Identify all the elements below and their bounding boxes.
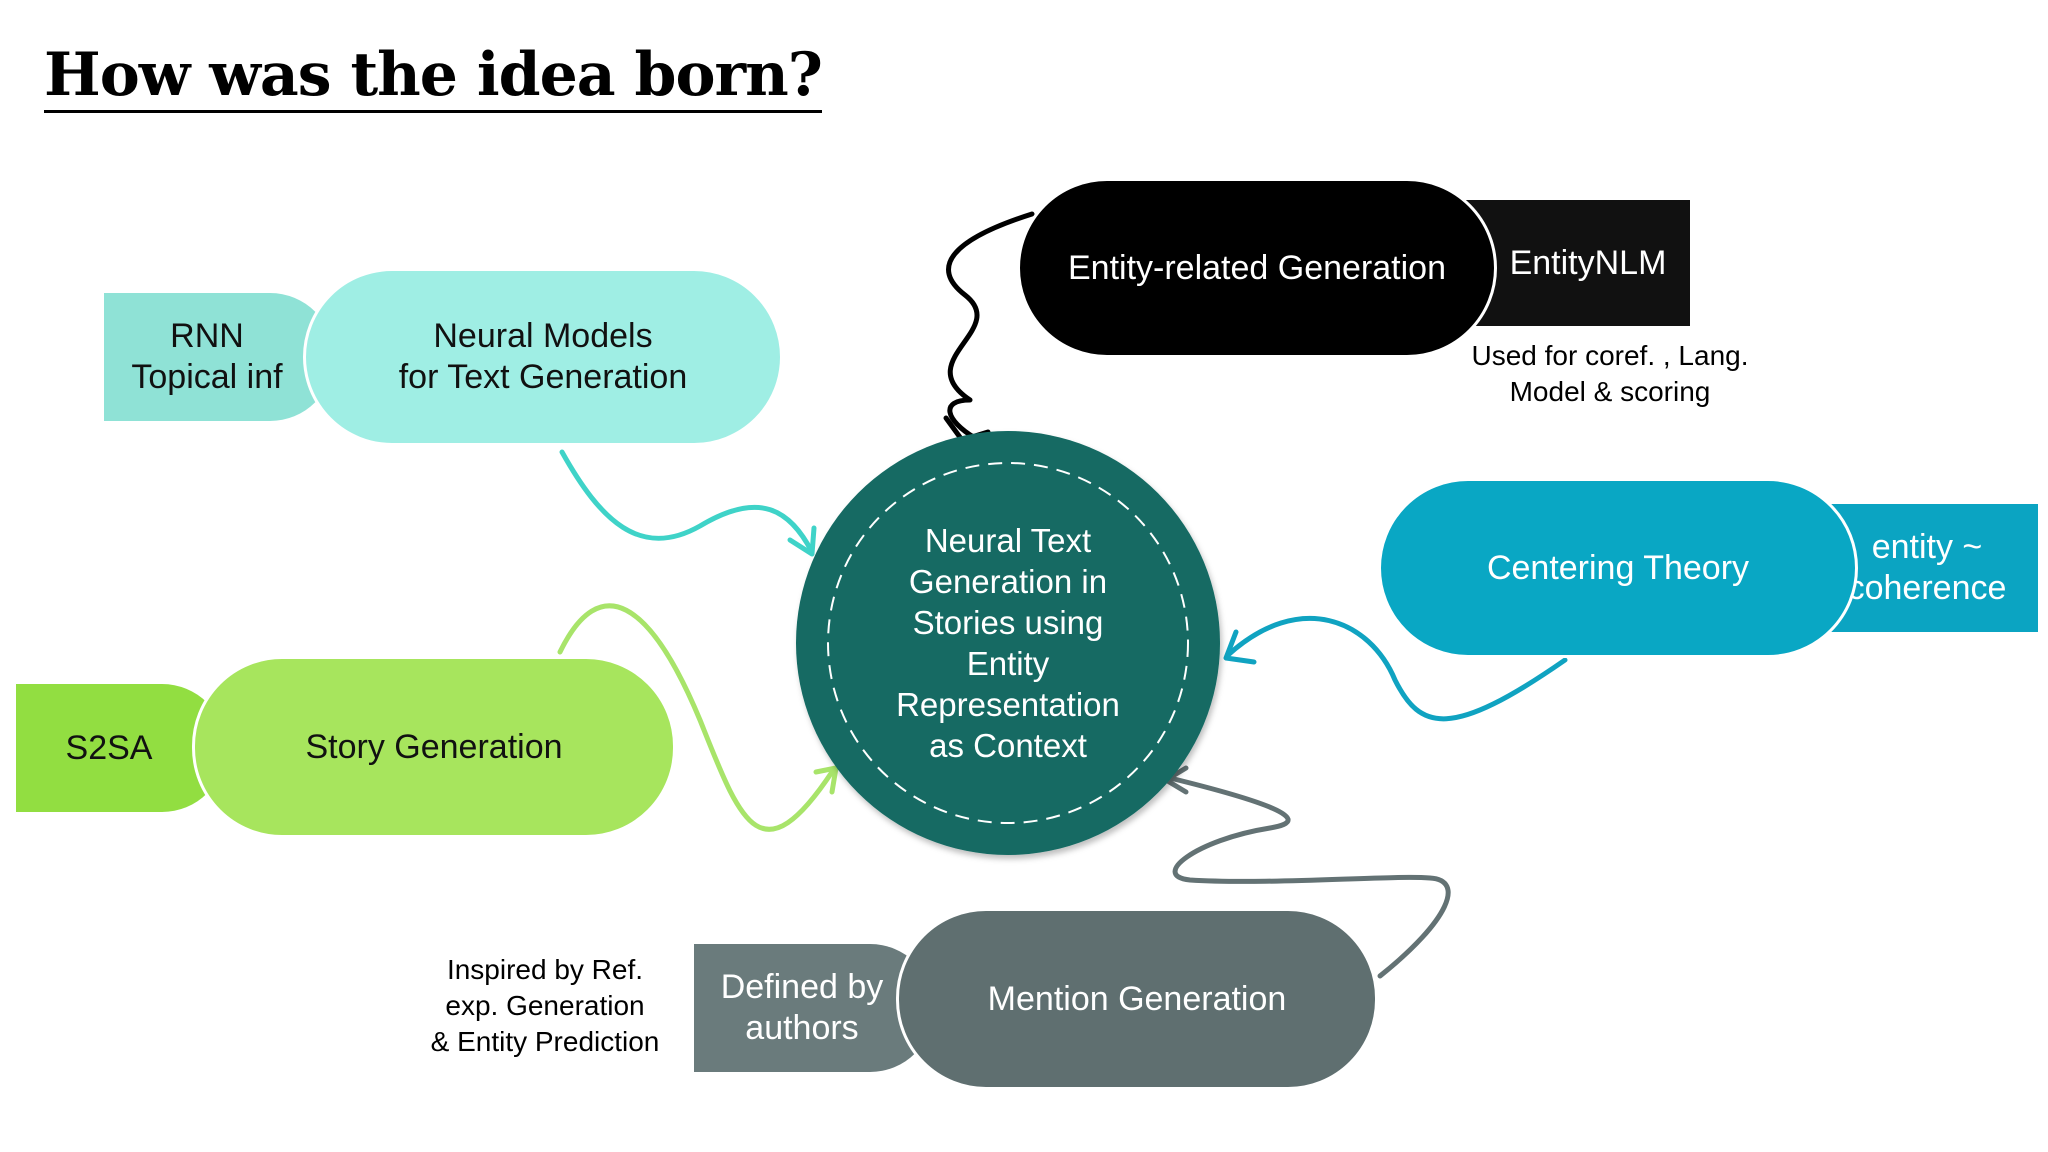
- text-line: Centering Theory: [1486, 548, 1750, 587]
- centering-node[interactable]: Centering Theory: [1378, 478, 1858, 658]
- text-line: Stories using: [912, 604, 1104, 641]
- arrow-entity-related: [946, 211, 1035, 441]
- text-line: as Context: [929, 727, 1087, 764]
- entity-related-node[interactable]: Entity-related Generation: [1017, 178, 1497, 358]
- text-line: Entity: [966, 645, 1050, 682]
- arrow-neural-models: [559, 449, 815, 555]
- arrowhead-story: [813, 765, 839, 795]
- center-circle-shape: [796, 431, 1220, 855]
- text-line: coherence: [1847, 569, 2007, 607]
- text-line: Neural Text: [924, 522, 1092, 559]
- s2sa-tab[interactable]: S2SA: [16, 684, 226, 812]
- mention-note: Inspired by Ref. exp. Generation & Entity …: [400, 952, 690, 1060]
- arrowhead-centering: [1223, 629, 1257, 665]
- text-line: authors: [745, 1009, 859, 1047]
- text-line: Mention Generation: [987, 979, 1287, 1018]
- coherence-tab[interactable]: entity ~coherence: [1810, 504, 2038, 632]
- entity-related-text: Entity-related Generation: [1068, 248, 1446, 289]
- arrowhead-neural-models: [787, 525, 817, 557]
- text-line: Entity-related Generation: [1068, 248, 1446, 287]
- mention-node[interactable]: Mention Generation: [896, 908, 1378, 1090]
- text-line: Generation in: [908, 563, 1108, 600]
- text-line: & Entity Prediction: [430, 1026, 660, 1057]
- text-line: RNN: [170, 317, 244, 355]
- text-line: Model & scoring: [1509, 376, 1711, 407]
- coherence-tab-text: entity ~coherence: [1818, 527, 2007, 609]
- arrow-story: [557, 603, 835, 832]
- text-line: Representation: [896, 686, 1120, 723]
- text-line: entity ~: [1871, 528, 1983, 566]
- text-line: exp. Generation: [445, 990, 645, 1021]
- center-circle-dashed-ring: [827, 462, 1189, 824]
- text-line: Defined by: [720, 968, 884, 1006]
- text-line: S2SA: [65, 728, 153, 767]
- arrow-centering: [1225, 616, 1568, 722]
- entitynlm-note: Used for coref. , Lang. Model & scoring: [1440, 338, 1780, 410]
- s2sa-tab-text: S2SA: [66, 728, 153, 769]
- text-line: Neural Models: [433, 317, 653, 355]
- text-line: Topical inf: [131, 358, 283, 396]
- story-text: Story Generation: [305, 727, 562, 768]
- text-line: Used for coref. , Lang.: [1471, 340, 1749, 371]
- text-line: Story Generation: [305, 727, 563, 766]
- text-line: Inspired by Ref.: [446, 954, 644, 985]
- text-line: for Text Generation: [398, 358, 688, 396]
- story-node[interactable]: Story Generation: [192, 656, 676, 838]
- entitynlm-tab-text: EntityNLM: [1440, 243, 1667, 284]
- mention-text: Mention Generation: [988, 979, 1287, 1020]
- text-line: EntityNLM: [1509, 243, 1667, 282]
- slide-title: How was the idea born?: [44, 40, 823, 113]
- arrow-mention: [1167, 775, 1451, 979]
- centering-text: Centering Theory: [1487, 548, 1749, 589]
